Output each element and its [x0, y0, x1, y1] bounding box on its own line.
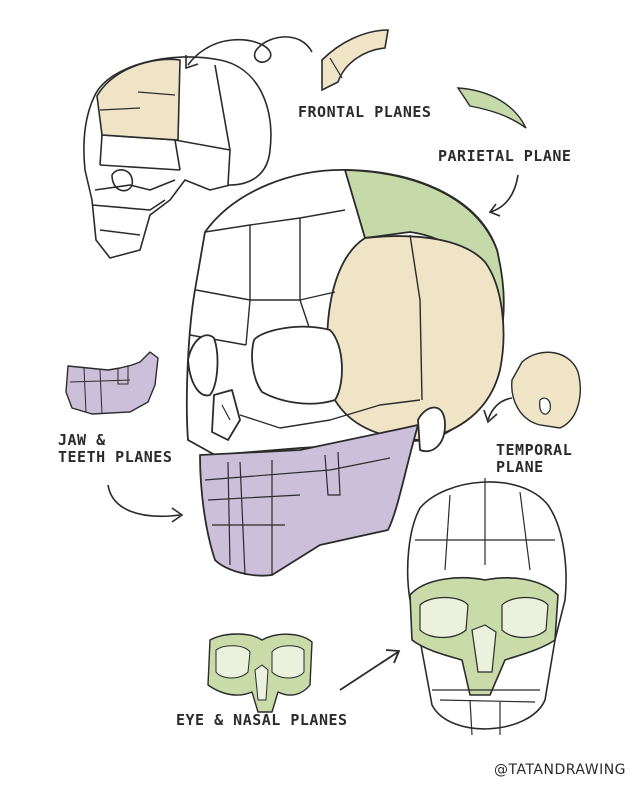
side-skull-frontal-plane — [96, 58, 181, 141]
parietal-arrow — [489, 174, 519, 213]
temporal-label-line-1: TEMPORAL — [496, 441, 573, 459]
frontal-plane-piece — [321, 29, 389, 92]
eye-nasal-arrow — [339, 651, 399, 691]
frontal-arrow — [187, 36, 313, 66]
temporal-plane-label: TEMPORAL PLANE — [496, 441, 573, 477]
parietal-plane-piece — [456, 87, 527, 129]
main-skull — [185, 169, 505, 456]
parietal-plane-label: PARIETAL PLANE — [438, 147, 572, 165]
jaw-arrow — [107, 484, 181, 517]
jaw-plane-piece — [65, 351, 159, 415]
artist-credit: @TATANDRAWING — [494, 762, 627, 778]
back-skull-sketch — [511, 351, 581, 429]
frontal-planes-label: FRONTAL PLANES — [298, 103, 432, 121]
main-jaw-plane — [199, 424, 419, 577]
temporal-arrow — [487, 397, 513, 421]
jaw-label-line-1: JAW & — [58, 431, 106, 449]
eye-nasal-planes-label: EYE & NASAL PLANES — [176, 711, 348, 729]
temporal-label-line-2: PLANE — [496, 458, 544, 477]
jaw-teeth-planes-label: JAW & TEETH PLANES — [58, 431, 173, 467]
jaw-label-line-2: TEETH PLANES — [58, 448, 173, 467]
